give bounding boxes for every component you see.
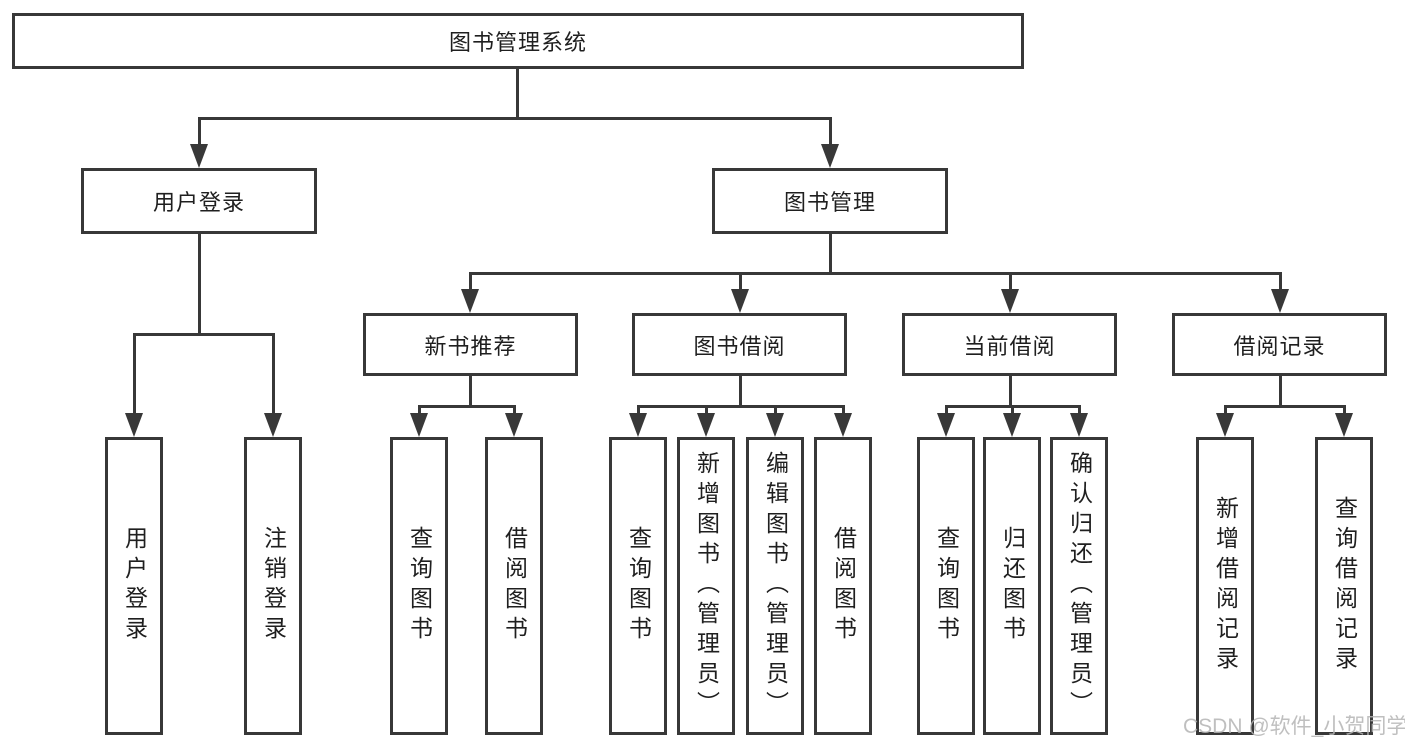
connector: [1009, 376, 1012, 406]
leaf-user-login: 用户登录: [105, 437, 163, 735]
connector: [1078, 405, 1081, 415]
leaf-edit-books-admin-label: 编辑图书（管理员）: [762, 451, 789, 721]
connector: [842, 405, 845, 415]
connector: [705, 405, 708, 415]
node-book-borrowing: 图书借阅: [632, 313, 847, 376]
node-current-borrowing-label: 当前借阅: [963, 333, 1056, 359]
connector: [418, 405, 421, 415]
node-user-login-label: 用户登录: [152, 190, 245, 215]
connector: [739, 272, 742, 289]
node-library-system-label: 图书管理系统: [448, 30, 587, 55]
leaf-borrow-borrow-books-label: 借阅图书: [830, 526, 857, 646]
leaf-return-books-label: 归还图书: [999, 526, 1026, 646]
arrow-down-icon: [834, 413, 852, 437]
leaf-new-query-books-label: 查询图书: [406, 526, 433, 646]
node-user-login: 用户登录: [81, 168, 317, 234]
connector: [198, 117, 201, 145]
connector: [1224, 405, 1346, 408]
arrow-down-icon: [821, 144, 839, 168]
arrow-down-icon: [410, 413, 428, 437]
arrow-down-icon: [1003, 413, 1021, 437]
connector: [513, 405, 516, 415]
arrow-down-icon: [731, 289, 749, 313]
leaf-user-login-label: 用户登录: [121, 526, 148, 646]
node-borrow-records-label: 借阅记录: [1233, 333, 1326, 359]
arrow-down-icon: [264, 413, 282, 437]
connector: [829, 117, 832, 145]
connector: [272, 333, 275, 413]
leaf-add-books-admin: 新增图书（管理员）: [677, 437, 735, 735]
leaf-confirm-return-admin-label: 确认归还（管理员）: [1066, 451, 1093, 721]
arrow-down-icon: [1335, 413, 1353, 437]
connector: [945, 405, 948, 415]
leaf-logout: 注销登录: [244, 437, 302, 735]
connector: [469, 272, 472, 289]
leaf-new-query-books: 查询图书: [390, 437, 448, 735]
connector: [1279, 376, 1282, 406]
connector: [739, 376, 742, 406]
leaf-borrow-query-books-label: 查询图书: [625, 526, 652, 646]
connector: [1279, 272, 1282, 289]
leaf-edit-books-admin: 编辑图书（管理员）: [746, 437, 804, 735]
arrow-down-icon: [505, 413, 523, 437]
arrow-down-icon: [190, 144, 208, 168]
arrow-down-icon: [1001, 289, 1019, 313]
leaf-add-borrow-record-label: 新增借阅记录: [1212, 496, 1239, 676]
connector: [1224, 405, 1227, 415]
connector: [133, 333, 275, 336]
arrow-down-icon: [125, 413, 143, 437]
leaf-new-borrow-books: 借阅图书: [485, 437, 543, 735]
connector: [774, 405, 777, 415]
arrow-down-icon: [1271, 289, 1289, 313]
connector: [1011, 405, 1014, 415]
leaf-confirm-return-admin: 确认归还（管理员）: [1050, 437, 1108, 735]
node-current-borrowing: 当前借阅: [902, 313, 1117, 376]
leaf-query-borrow-record-label: 查询借阅记录: [1331, 496, 1358, 676]
leaf-add-books-admin-label: 新增图书（管理员）: [693, 451, 720, 721]
connector: [1009, 272, 1012, 289]
connector: [418, 405, 516, 408]
arrow-down-icon: [1216, 413, 1234, 437]
connector: [198, 117, 832, 120]
connector: [637, 405, 640, 415]
arrow-down-icon: [461, 289, 479, 313]
node-new-book-recommend-label: 新书推荐: [424, 333, 517, 359]
connector: [637, 405, 845, 408]
node-book-management: 图书管理: [712, 168, 948, 234]
arrow-down-icon: [937, 413, 955, 437]
node-borrow-records: 借阅记录: [1172, 313, 1387, 376]
leaf-borrow-borrow-books: 借阅图书: [814, 437, 872, 735]
connector: [516, 68, 519, 118]
arrow-down-icon: [766, 413, 784, 437]
node-library-system: 图书管理系统: [12, 13, 1024, 69]
connector: [198, 234, 201, 334]
connector: [1343, 405, 1346, 415]
leaf-borrow-query-books: 查询图书: [609, 437, 667, 735]
node-book-borrowing-label: 图书借阅: [693, 333, 786, 359]
arrow-down-icon: [629, 413, 647, 437]
connector: [469, 272, 1282, 275]
leaf-current-query-books-label: 查询图书: [933, 526, 960, 646]
leaf-logout-label: 注销登录: [260, 526, 287, 646]
connector: [133, 333, 136, 413]
csdn-watermark: CSDN @软件_小贺同学: [1183, 715, 1405, 738]
node-book-management-label: 图书管理: [783, 190, 876, 215]
leaf-return-books: 归还图书: [983, 437, 1041, 735]
leaf-current-query-books: 查询图书: [917, 437, 975, 735]
node-new-book-recommend: 新书推荐: [363, 313, 578, 376]
leaf-new-borrow-books-label: 借阅图书: [501, 526, 528, 646]
arrow-down-icon: [697, 413, 715, 437]
leaf-query-borrow-record: 查询借阅记录: [1315, 437, 1373, 735]
connector: [829, 234, 832, 273]
leaf-add-borrow-record: 新增借阅记录: [1196, 437, 1254, 735]
arrow-down-icon: [1070, 413, 1088, 437]
connector: [469, 376, 472, 406]
